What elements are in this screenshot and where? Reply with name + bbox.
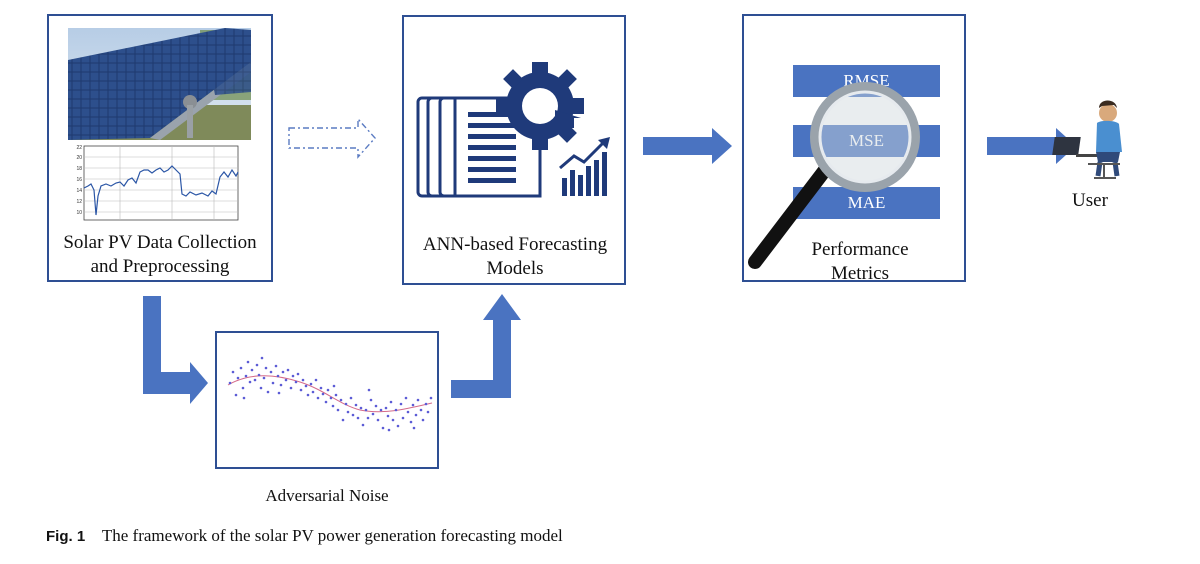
metric-mae: MAE — [793, 187, 940, 219]
gear-icon — [496, 62, 584, 150]
arrow-ann-to-metrics — [643, 128, 732, 164]
user-label: User — [1072, 190, 1108, 211]
mini-chart-tick: 16 — [76, 177, 82, 183]
figure-label: Fig. 1 — [46, 528, 86, 545]
mini-chart-tick: 12 — [76, 199, 82, 205]
performance-label: Performance Metrics — [811, 239, 909, 284]
user-icon — [1052, 100, 1122, 179]
dashed-arrow — [288, 117, 376, 159]
pv-data-mini-chart: 22 20 18 16 14 12 10 — [76, 145, 239, 221]
data-collection-label: Solar PV Data Collection and Preprocessi… — [63, 232, 257, 277]
figure-caption: Fig. 1 The framework of the solar PV pow… — [46, 526, 563, 546]
ann-model-icon — [416, 62, 610, 198]
ann-models-label: ANN-based Forecasting Models — [422, 234, 608, 279]
bar-chart-icon — [559, 137, 610, 196]
solar-panel-image — [68, 28, 251, 140]
mini-chart-tick: 22 — [76, 145, 82, 151]
figure-caption-text: The framework of the solar PV power gene… — [101, 526, 563, 545]
adversarial-noise-box — [215, 331, 439, 469]
arrow-data-to-noise — [143, 296, 208, 404]
adversarial-noise-label: Adversarial Noise — [265, 486, 389, 505]
arrow-noise-to-ann — [451, 294, 521, 398]
mini-chart-tick: 10 — [76, 210, 82, 216]
mini-chart-tick: 18 — [76, 166, 82, 172]
magnifying-glass-icon — [748, 82, 920, 269]
noise-scatter-plot — [227, 356, 433, 432]
mini-chart-tick: 20 — [76, 155, 82, 161]
mini-chart-tick: 14 — [76, 188, 82, 194]
